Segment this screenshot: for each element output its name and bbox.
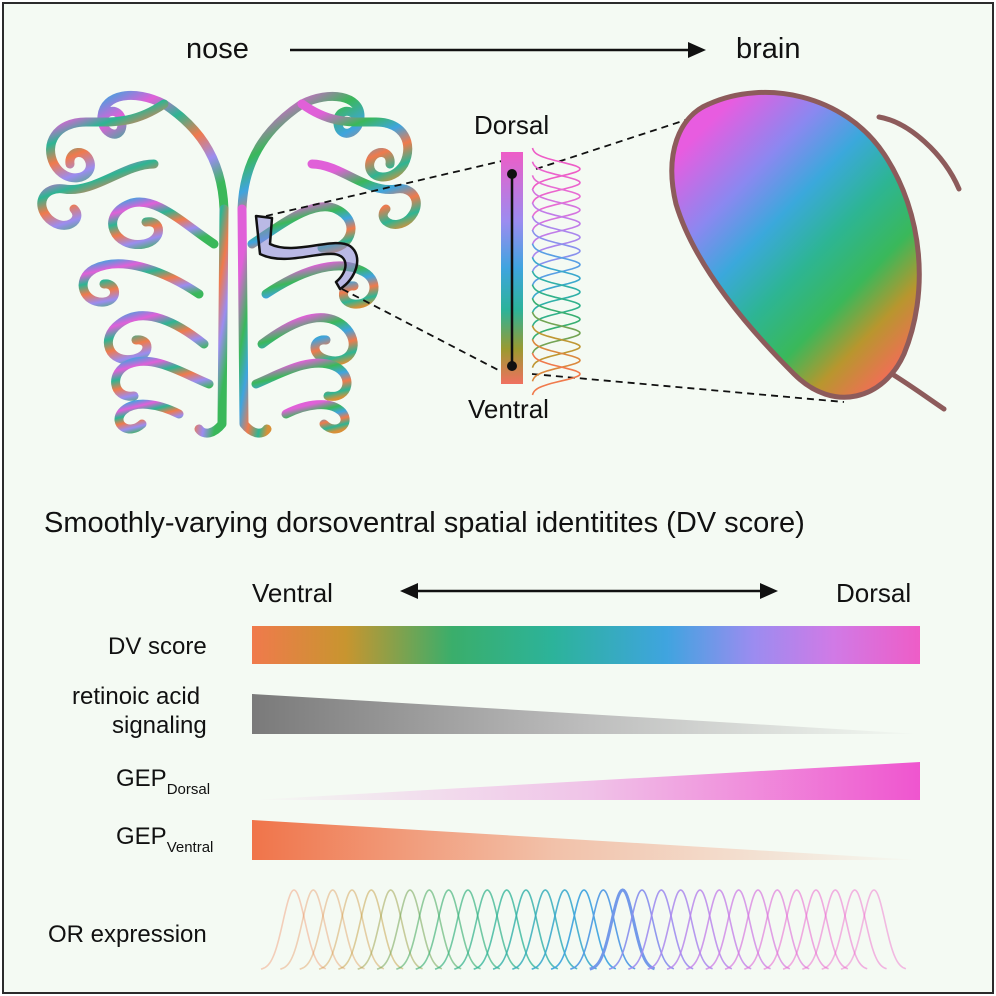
right-arrow-icon [290,42,706,58]
or-curve [840,889,907,970]
diagram-canvas: nose brain Dorsal [37,33,962,971]
retinoic-acid-label-line1: retinoic acid [72,683,200,710]
dorsal-label: Dorsal [474,110,549,140]
retinoic-acid-label-line2: signaling [112,712,207,739]
or-curve [357,889,423,970]
or-curve [724,889,791,970]
or-curve [782,889,849,970]
olfactory-bulb [669,90,922,400]
axis-dorsal-label: Dorsal [836,578,911,608]
side-distribution-curve [531,352,581,396]
double-headed-arrow-icon [400,583,778,599]
or-curve [260,889,327,970]
or-curve [376,889,443,970]
double-headed-arrow-icon [507,169,517,371]
dv-score-label: DV score [108,633,207,660]
side-distribution-curve [531,339,581,382]
or-curve [454,889,520,970]
highlighted-epithelium-segment [254,214,359,291]
or-curve [299,889,365,970]
or-curve [531,889,597,970]
retinoic-acid-wedge [252,694,920,734]
or-curve [628,889,694,970]
gep-ventral-main: GEP [116,823,167,850]
or-curve [686,889,752,970]
gep-ventral-sub: Ventral [167,839,214,856]
left-turbinate [37,90,229,438]
or-curve [550,889,617,970]
or-curve [763,889,829,970]
gep-dorsal-sub: Dorsal [167,781,210,798]
or-curve [705,889,771,970]
or-curve [589,888,656,971]
or-curve [744,889,810,970]
or-distribution-curves [531,147,581,396]
gep-dorsal-wedge [252,762,920,800]
or-curve [318,889,385,970]
or-curve [608,889,675,970]
or-curve [415,889,481,970]
or-curve [802,889,868,970]
gep-dorsal-main: GEP [116,765,167,792]
gep-ventral-label: GEPVentral [116,823,213,856]
or-curve [512,889,578,970]
gep-ventral-wedge [252,820,920,860]
or-curve [570,889,636,970]
or-curve [338,889,404,970]
nose-label: nose [186,33,249,65]
or-curve [821,889,887,970]
or-curve [647,889,713,970]
or-expression-curves [260,888,907,971]
ventral-label: Ventral [468,394,549,424]
or-curve [434,889,501,970]
dv-score-bar [252,626,920,664]
or-curve [492,889,559,970]
zoom-connector-lines [265,113,845,403]
right-turbinate [237,91,421,438]
axis-ventral-label: Ventral [252,578,333,608]
or-curve [280,889,346,970]
or-curve [473,889,539,970]
gep-dorsal-label: GEPDorsal [116,765,210,798]
or-curve [666,889,733,970]
brain-label: brain [736,33,801,65]
or-curve [396,889,462,970]
section-title: Smoothly-varying dorsoventral spatial id… [44,507,805,539]
or-expression-label: OR expression [48,921,207,948]
